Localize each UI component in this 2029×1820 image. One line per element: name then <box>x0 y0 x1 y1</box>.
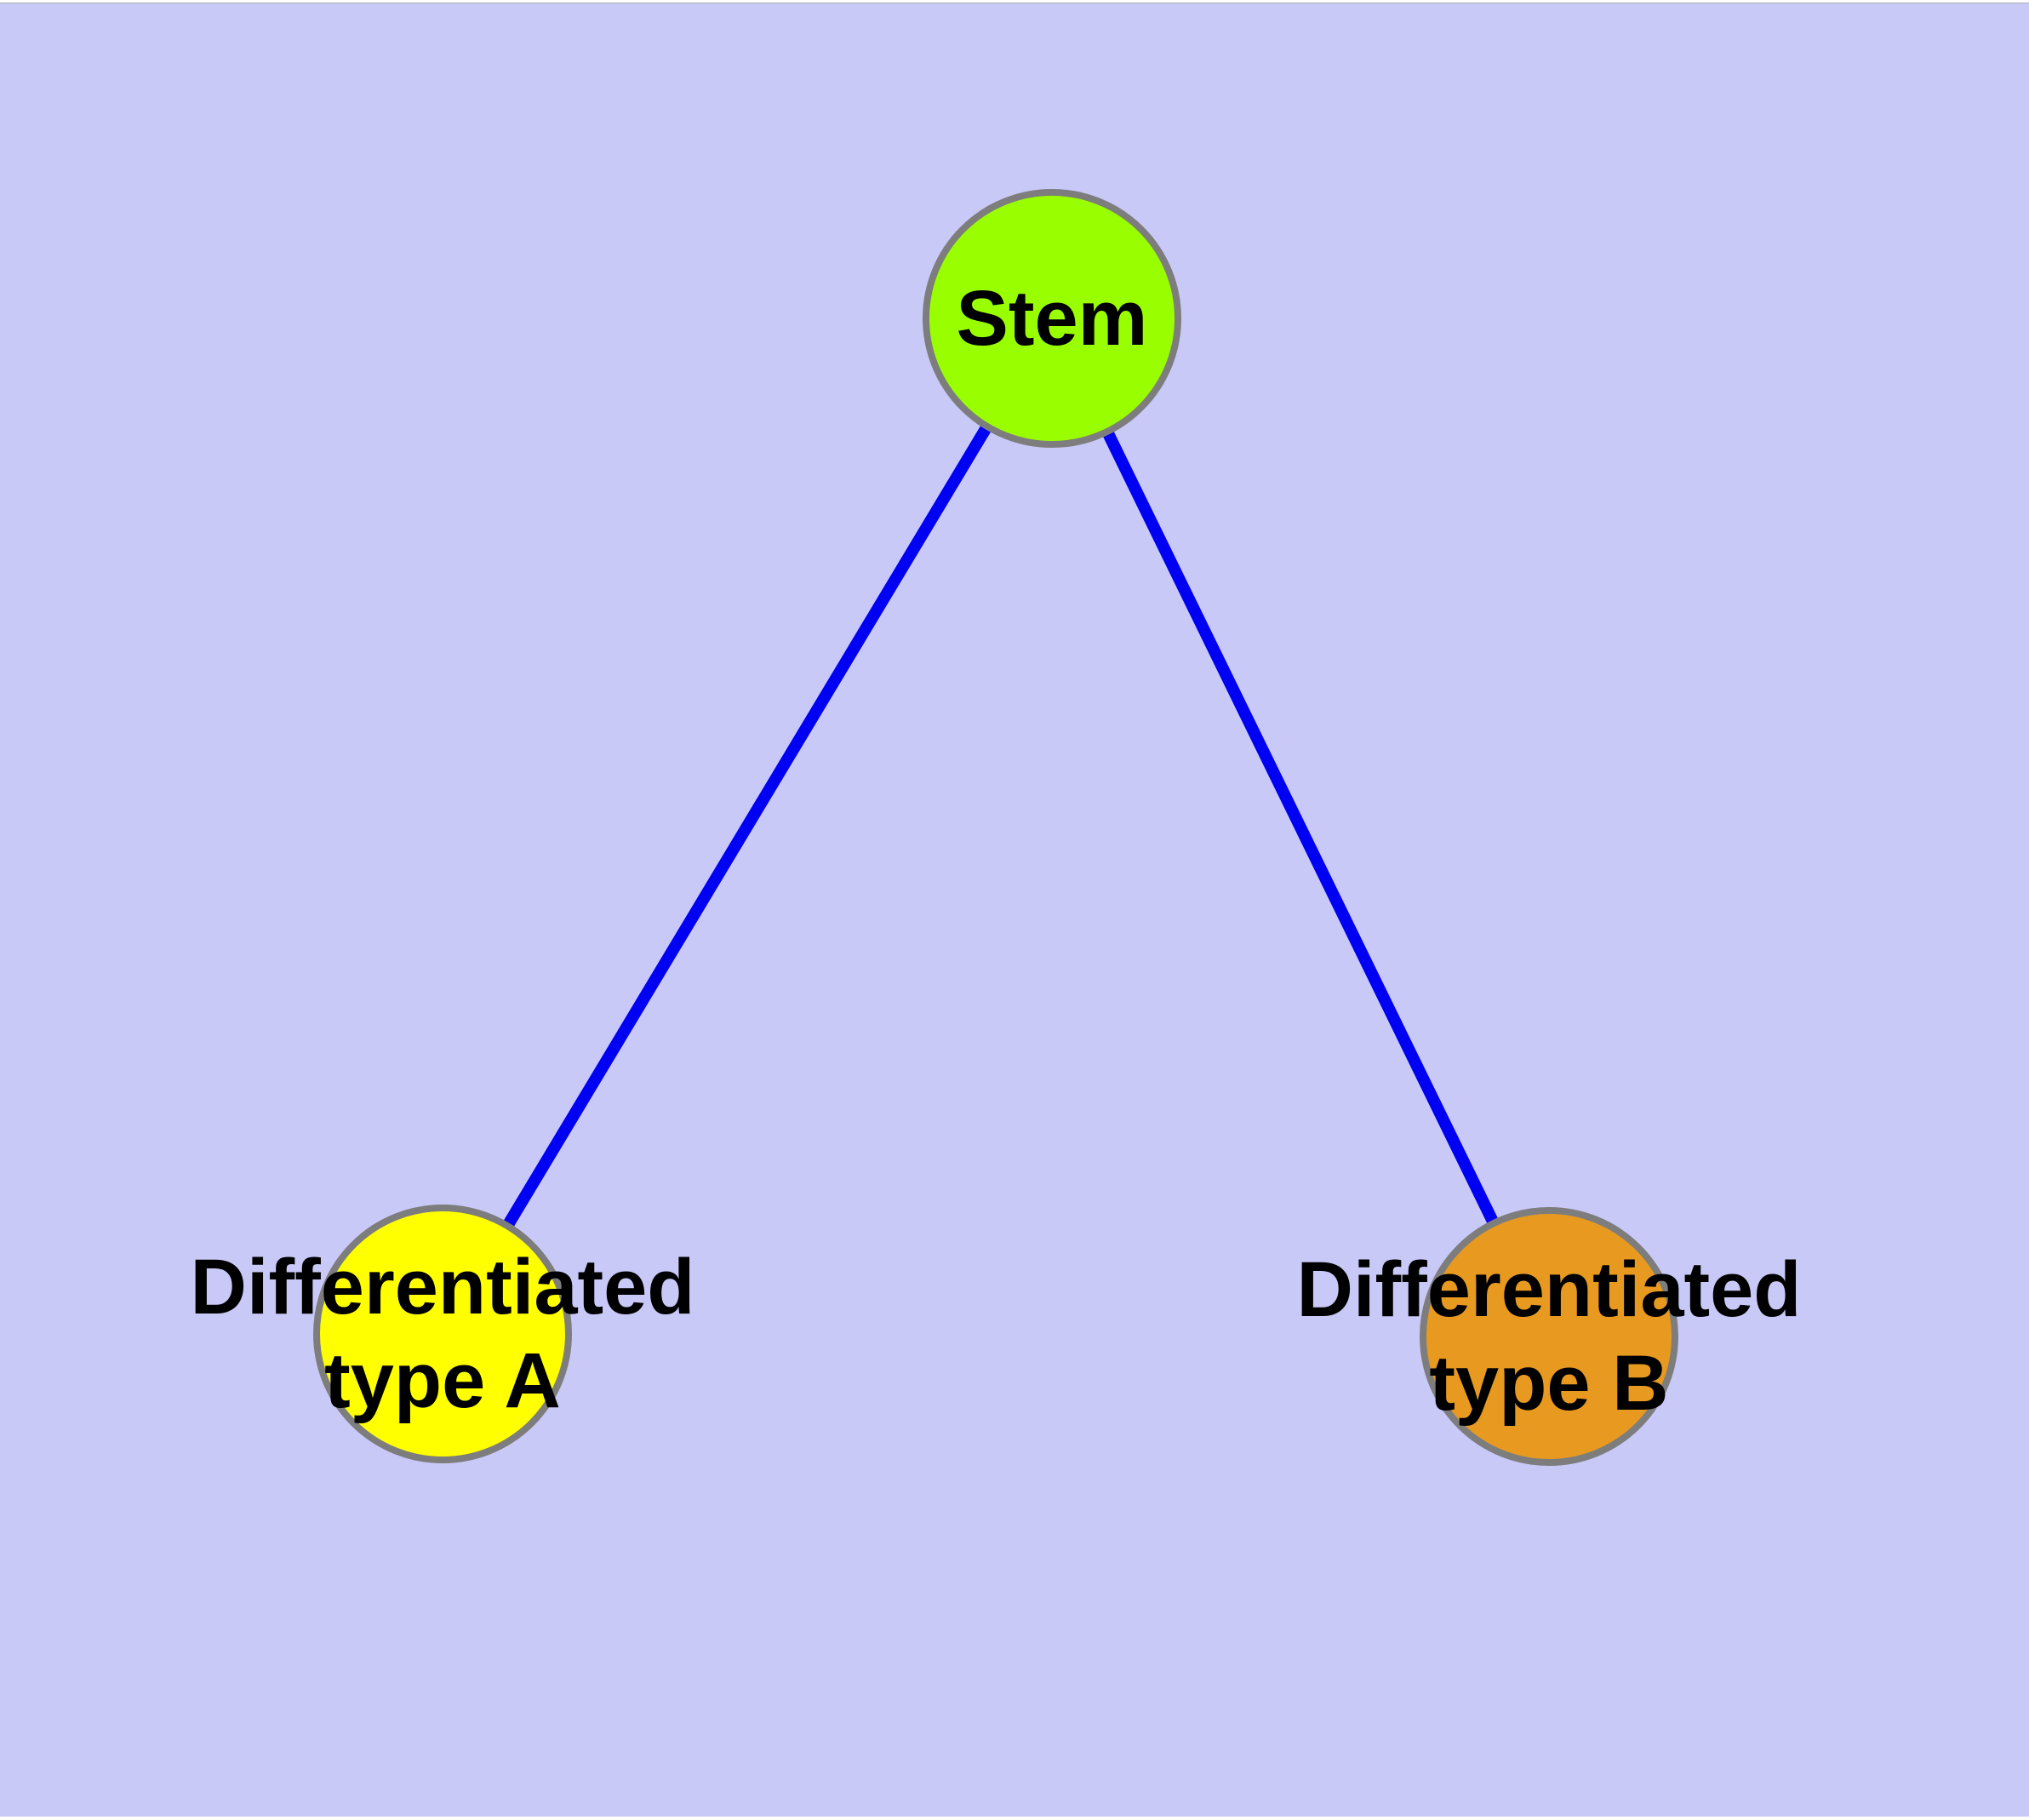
node-differentiated-type-b-label: Differentiated type B <box>1296 1246 1802 1427</box>
node-stem <box>923 189 1181 448</box>
node-differentiated-type-a-label: Differentiated type A <box>190 1244 695 1424</box>
edge-stem-to-type-a <box>437 315 1058 1337</box>
node-stem-label: Stem <box>956 275 1148 362</box>
node-differentiated-type-b <box>1420 1207 1678 1466</box>
node-differentiated-type-a <box>313 1205 572 1463</box>
edge-stem-to-type-b <box>1046 315 1555 1340</box>
